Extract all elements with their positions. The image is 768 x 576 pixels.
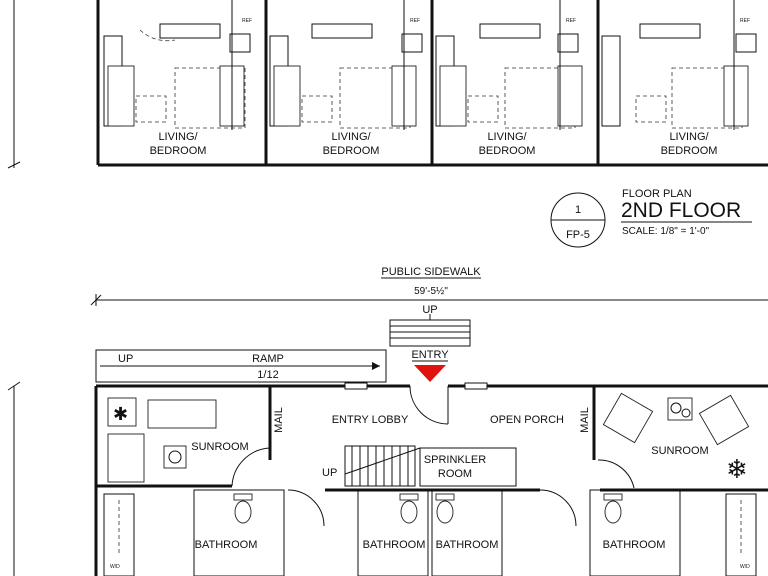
sheet-number: FP-5 [566, 229, 590, 241]
room-label: OPEN PORCH [490, 414, 564, 426]
overall-dimension: 59'-5½" [414, 286, 448, 297]
room-label: ENTRY LOBBY [332, 414, 409, 426]
unit-3: LIVING/ BEDROOM [435, 0, 583, 157]
entry-steps: UP [389, 304, 471, 347]
second-floor-plan: LIVING/ BEDROOM LIVING/ BEDROOM [7, 0, 768, 169]
room-label: ROOM [438, 468, 472, 480]
ground-floor-plan: PUBLIC SIDEWALK 59'-5½" UP UP RAMP 1/12 [7, 266, 768, 576]
drawing-heading: FLOOR PLAN [622, 188, 692, 200]
drawing-title-block: 1 FP-5 FLOOR PLAN 2ND FLOOR SCALE: 1/8" … [550, 188, 752, 248]
washer-dryer-closet [725, 493, 757, 576]
ramp-label: RAMP [252, 353, 284, 365]
room-label: BATHROOM [363, 539, 426, 551]
room-label: BATHROOM [436, 539, 499, 551]
bed-outline [174, 67, 246, 129]
ramp: UP RAMP 1/12 [95, 349, 387, 383]
washer-dryer-closet [103, 493, 135, 576]
room-label: SUNROOM [651, 445, 708, 457]
room-label: BATHROOM [195, 539, 258, 551]
unit-label-line1: LIVING/ [158, 131, 198, 143]
unit-label-line1: LIVING/ [487, 131, 527, 143]
left-sunroom: ✱ SUNROOM MAIL [107, 397, 285, 487]
bathroom-2: BATHROOM [357, 489, 429, 576]
unit-label-line2: BEDROOM [661, 145, 718, 157]
armchair [107, 433, 145, 483]
window [159, 23, 221, 39]
toilet [604, 500, 622, 524]
ramp-up-label: UP [118, 353, 133, 365]
stairs: UP [322, 445, 421, 487]
appliance-tag: REF [410, 18, 420, 24]
unit-1: LIVING/ BEDROOM [103, 0, 251, 157]
room-label: SUNROOM [191, 441, 248, 453]
unit-label-line1: LIVING/ [331, 131, 371, 143]
bathroom-4: BATHROOM [589, 489, 681, 576]
appliance-tag: REF [242, 18, 252, 24]
sofa [147, 399, 217, 429]
appliance-tag: REF [566, 18, 576, 24]
stairs-up-label: UP [322, 467, 337, 479]
plant [107, 397, 137, 427]
bathroom-3: BATHROOM [431, 489, 503, 576]
washer-dryer-label: W/D [110, 564, 120, 570]
steps-up-label: UP [422, 304, 437, 316]
unit-label-line2: BEDROOM [150, 145, 207, 157]
armchair [698, 394, 750, 446]
bathroom-1: BATHROOM [193, 489, 285, 576]
unit-2: LIVING/ BEDROOM [269, 0, 423, 157]
drawing-title: 2ND FLOOR [621, 199, 741, 222]
unit-label-line2: BEDROOM [323, 145, 380, 157]
sidewalk-label: PUBLIC SIDEWALK [381, 266, 481, 278]
right-sunroom: SUNROOM ❄ MAIL [579, 392, 750, 489]
plant-icon: ✱ [113, 404, 128, 424]
ramp-slope: 1/12 [257, 369, 278, 381]
plant-icon: ❄ [726, 454, 748, 484]
armchair [602, 392, 654, 444]
unit-label-line2: BEDROOM [479, 145, 536, 157]
detail-number: 1 [575, 204, 581, 216]
mail-label: MAIL [579, 407, 591, 433]
room-label: SPRINKLER [424, 454, 486, 466]
toilet [436, 500, 454, 524]
entry-label: ENTRY [411, 349, 449, 361]
side-table [163, 445, 187, 469]
entry-marker [414, 365, 446, 382]
toilet [400, 500, 418, 524]
unit-label-line1: LIVING/ [669, 131, 709, 143]
room-label: BATHROOM [603, 539, 666, 551]
unit-4: LIVING/ BEDROOM [601, 0, 757, 157]
washer-dryer-label: W/D [740, 564, 750, 570]
sofa [107, 65, 135, 127]
sprinkler-room [419, 447, 517, 487]
toilet [234, 500, 252, 524]
appliance-tag: REF [740, 18, 750, 24]
drawing-scale: SCALE: 1/8" = 1'-0" [622, 226, 710, 237]
mail-label: MAIL [273, 407, 285, 433]
